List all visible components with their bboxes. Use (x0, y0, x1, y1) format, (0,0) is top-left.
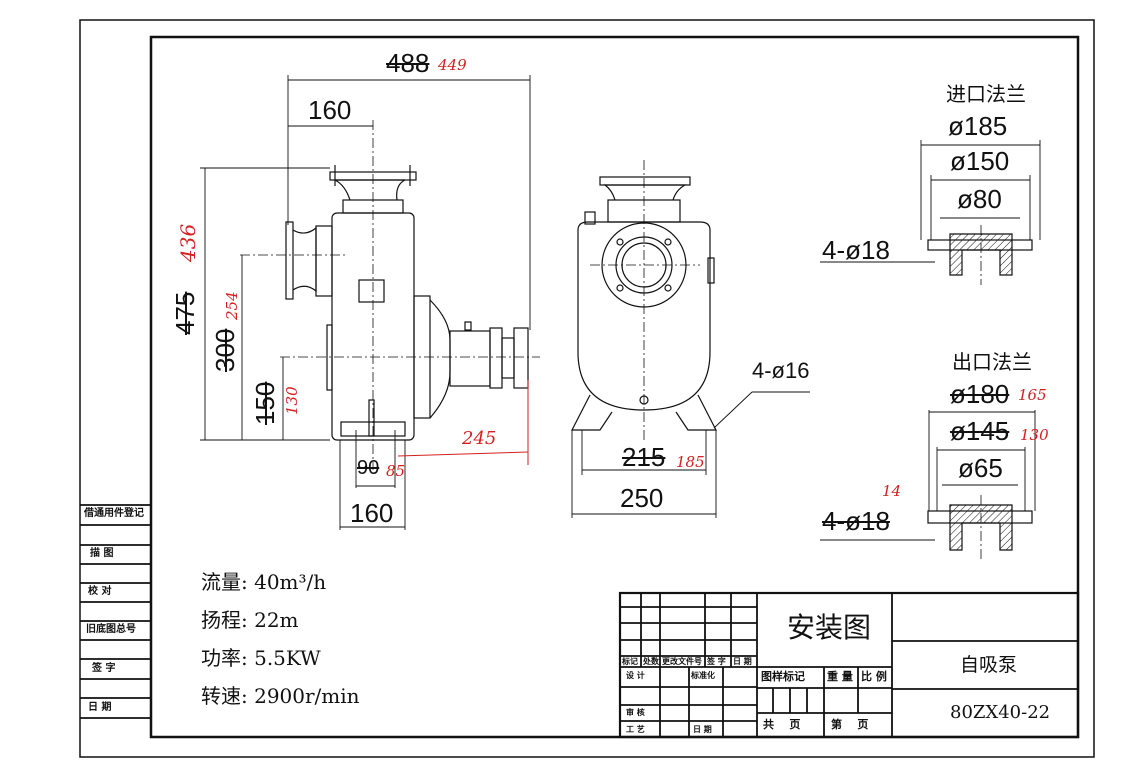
spec-speed: 转速: 2900r/min (201, 684, 360, 708)
rev-header-count: 处数 (643, 657, 659, 666)
outlet-outer-diameter-revised: 165 (1018, 386, 1047, 404)
dim-shaft-height-revised: 130 (283, 386, 301, 415)
outlet-outer-diameter: ø180 (950, 379, 1010, 409)
strip-trace: 描 图 (90, 548, 114, 559)
left-strip-grid (80, 504, 151, 719)
rev-header-sign: 签 字 (707, 657, 726, 666)
dim-base-width: 160 (350, 498, 394, 528)
spec-power: 功率: 5.5KW (201, 646, 321, 670)
strip-check: 校 对 (88, 586, 112, 597)
rev-header-date: 日 期 (733, 657, 752, 666)
strip-old-drawing-no: 旧底图总号 (86, 624, 136, 635)
outlet-bore: ø65 (958, 453, 1003, 483)
outlet-flange-title: 出口法兰 (952, 350, 1032, 374)
outer-frame (79, 19, 1095, 758)
model-number: 80ZX40-22 (950, 702, 1051, 723)
title-block-grid (618, 591, 1080, 739)
dim-front-base-width: 250 (620, 483, 664, 513)
side-view-centerlines (240, 120, 540, 470)
dim-overall-width-revised: 449 (438, 56, 467, 74)
spec-head: 扬程: 22m (201, 608, 299, 632)
dim-base-hole-spacing: 90 (357, 457, 380, 479)
inlet-flange-section (820, 140, 1041, 285)
spec-flow: 流量: 40m³/h (201, 570, 327, 594)
strip-borrowed-parts: 借通用件登记 (84, 508, 144, 519)
dim-motor-offset-revised: 245 (462, 428, 497, 449)
dim-front-bolt-holes: 4-ø16 (752, 358, 810, 383)
inner-frame (149, 35, 1080, 739)
label-process: 工 艺 (626, 725, 645, 734)
rev-header-mark: 标记 (622, 657, 638, 666)
label-standardize: 标准化 (691, 671, 715, 680)
outlet-bolt-circle: ø145 (950, 416, 1010, 446)
outlet-holes-revised: 14 (882, 482, 902, 500)
dim-inlet-height: 300 (210, 328, 240, 372)
dim-front-hole-spacing-revised: 185 (676, 453, 705, 471)
inlet-outer-diameter: ø185 (948, 111, 1008, 141)
label-date: 日 期 (693, 725, 712, 734)
front-view-centerlines (590, 160, 700, 440)
dim-height-total-revised: 436 (176, 223, 200, 262)
label-design: 设 计 (626, 671, 645, 680)
outlet-holes: 4-ø18 (822, 506, 890, 536)
label-review: 审 核 (626, 708, 645, 717)
strip-date: 日 期 (88, 702, 112, 713)
dim-overall-width: 488 (386, 48, 430, 78)
dim-inlet-offset: 160 (308, 95, 352, 125)
product-name: 自吸泵 (960, 654, 1018, 676)
dim-shaft-height: 150 (250, 381, 280, 425)
inlet-flange-title: 进口法兰 (946, 82, 1026, 106)
label-scale: 比 例 (861, 670, 887, 683)
label-total-pages: 共 页 (763, 718, 801, 731)
dim-front-hole-spacing: 215 (622, 442, 666, 472)
strip-signature: 签 字 (92, 663, 116, 674)
front-view-dimension-lines (571, 391, 810, 518)
dim-inlet-height-revised: 254 (223, 291, 241, 320)
label-pattern-mark: 图样标记 (761, 670, 805, 683)
side-view-dimension-lines (200, 75, 531, 530)
dim-base-hole-spacing-revised: 85 (386, 462, 406, 480)
inlet-bolt-circle: ø150 (950, 146, 1010, 176)
red-revision-lines (397, 380, 529, 465)
outlet-bolt-circle-revised: 130 (1020, 426, 1049, 444)
inlet-bore: ø80 (957, 184, 1002, 214)
drawing-title: 安装图 (787, 611, 872, 644)
dim-height-total: 475 (170, 291, 200, 335)
side-view-pump (285, 165, 529, 441)
rev-header-doc: 更改文件号 (662, 657, 702, 666)
label-page-no: 第 页 (831, 718, 869, 731)
outlet-flange-section (820, 410, 1036, 560)
inlet-holes: 4-ø18 (822, 235, 890, 265)
label-weight: 重 量 (827, 670, 853, 683)
